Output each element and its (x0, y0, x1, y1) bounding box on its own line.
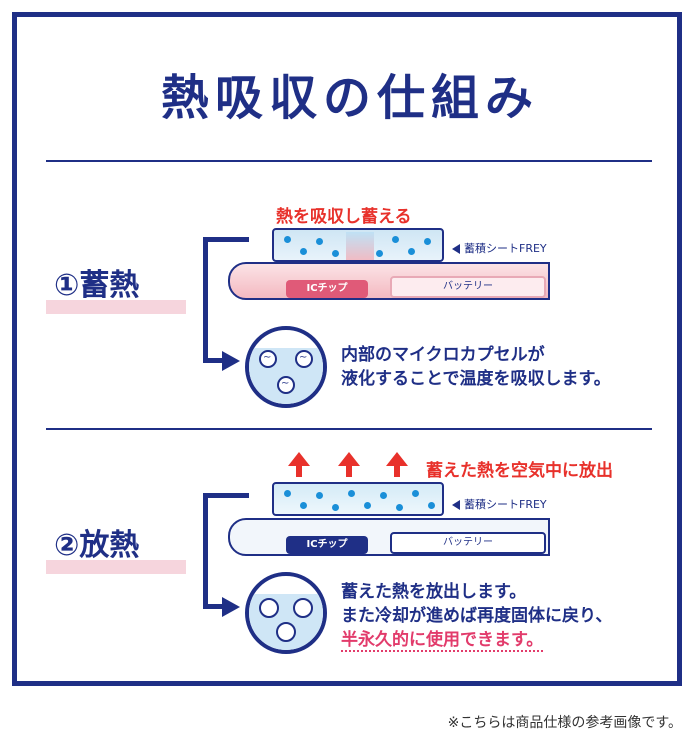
section2-desc-line2: また冷却が進めば再度固体に戻り、 (341, 606, 613, 626)
footnote: ※こちらは商品仕様の参考画像です。 (447, 715, 682, 731)
section1-flow-line-bottom (203, 358, 225, 363)
section2-storage-sheet (272, 482, 444, 516)
section2-ic-chip: ICチップ (286, 536, 368, 554)
section1-headline: 熱を吸収し蓄える (276, 207, 412, 227)
section1-flow-line (203, 237, 208, 363)
section1-battery: バッテリー (390, 276, 546, 298)
heat-release-arrow-stem-3 (394, 465, 400, 477)
section2-capsule-diagram (245, 572, 327, 654)
section1-label: ①蓄熱 (46, 260, 186, 322)
section1-sheet-label: 蓄積シートFREY (452, 240, 547, 256)
section1-label-text: ①蓄熱 (54, 268, 140, 303)
section1-capsule-diagram: ∼ ∼ ∼ (245, 326, 327, 408)
section1-ic-chip: ICチップ (286, 280, 368, 298)
section1-desc-line2: 液化することで温度を吸収します。 (341, 369, 611, 389)
section2-flow-line-top (203, 493, 249, 498)
page-title: 熱吸収の仕組み (160, 70, 539, 126)
section1-flow-line-top (203, 237, 249, 242)
section1-storage-sheet (272, 228, 444, 262)
heat-release-arrow-icon-1 (288, 452, 310, 466)
section-divider (46, 428, 652, 430)
section2-label-highlight (46, 560, 186, 574)
section2-sheet-label: 蓄積シートFREY (452, 496, 547, 512)
section2-flow-line (203, 493, 208, 609)
section1-label-highlight (46, 300, 186, 314)
section1-flow-arrow-icon (222, 351, 240, 371)
section2-label-text: ②放熱 (54, 528, 140, 563)
section1-desc-line1: 内部のマイクロカプセルが (341, 345, 545, 365)
section2-headline: 蓄えた熱を空気中に放出 (426, 461, 613, 481)
heat-release-arrow-icon-3 (386, 452, 408, 466)
section2-desc-line3-highlight: 半永久的に使用できます。 (341, 630, 544, 652)
heat-release-arrow-icon-2 (338, 452, 360, 466)
section2-desc-line1: 蓄えた熱を放出します。 (341, 582, 527, 602)
heat-release-arrow-stem-1 (296, 465, 302, 477)
section2-battery: バッテリー (390, 532, 546, 554)
section2-flow-arrow-icon (222, 597, 240, 617)
heat-absorb-arrow-icon (346, 232, 374, 260)
heat-release-arrow-stem-2 (346, 465, 352, 477)
section2-label: ②放熱 (46, 520, 186, 582)
title-divider (46, 160, 652, 162)
section1-description: 内部のマイクロカプセルが 液化することで温度を吸収します。 (341, 343, 611, 391)
section2-description: 蓄えた熱を放出します。 また冷却が進めば再度固体に戻り、 半永久的に使用できます… (341, 580, 612, 652)
section2-flow-line-bottom (203, 604, 225, 609)
